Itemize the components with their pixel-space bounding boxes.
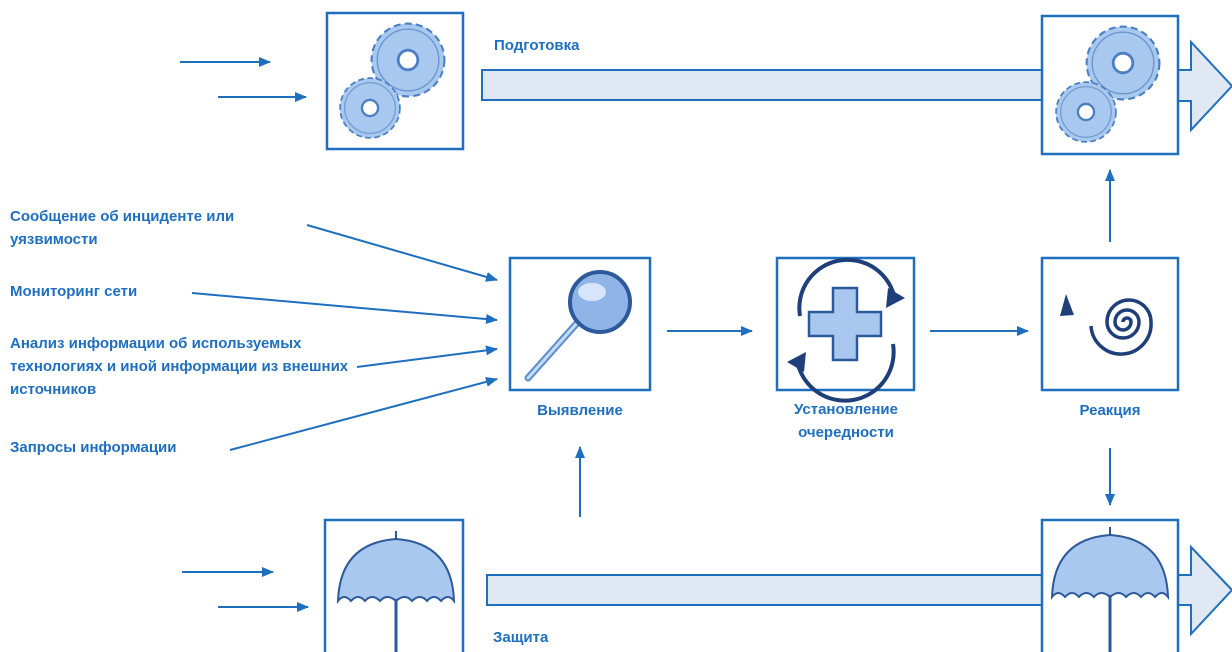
input-connectors xyxy=(191,224,498,451)
input-network-monitoring: Мониторинг сети xyxy=(10,283,138,300)
detection-box xyxy=(508,256,652,392)
input-information-requests: Запросы информации xyxy=(10,439,177,456)
preparation-box xyxy=(325,11,465,151)
protection-process-bar xyxy=(486,544,1232,637)
detection-label: Выявление xyxy=(537,402,623,419)
protection-box-right xyxy=(1040,518,1180,652)
input-incident-report: Сообщение об инциденте или уязвимости xyxy=(10,208,235,248)
flow-arrows xyxy=(575,169,1115,517)
spiral-icon xyxy=(1060,294,1153,356)
incoming-arrows xyxy=(180,57,309,612)
response-box xyxy=(1040,256,1180,392)
preparation-label: Подготовка xyxy=(494,37,580,54)
magnifier-icon xyxy=(524,270,632,382)
protection-label: Защита xyxy=(493,629,549,646)
medical-cross-cycle-icon xyxy=(787,257,905,403)
preparation-process-bar xyxy=(481,39,1232,133)
prioritization-label: Установление очередности xyxy=(794,401,898,441)
protection-box xyxy=(323,518,465,652)
preparation-box-right xyxy=(1040,14,1180,156)
prioritization-box xyxy=(775,256,916,403)
response-label: Реакция xyxy=(1079,402,1141,419)
input-external-analysis: Анализ информации об используемых технол… xyxy=(10,335,349,398)
